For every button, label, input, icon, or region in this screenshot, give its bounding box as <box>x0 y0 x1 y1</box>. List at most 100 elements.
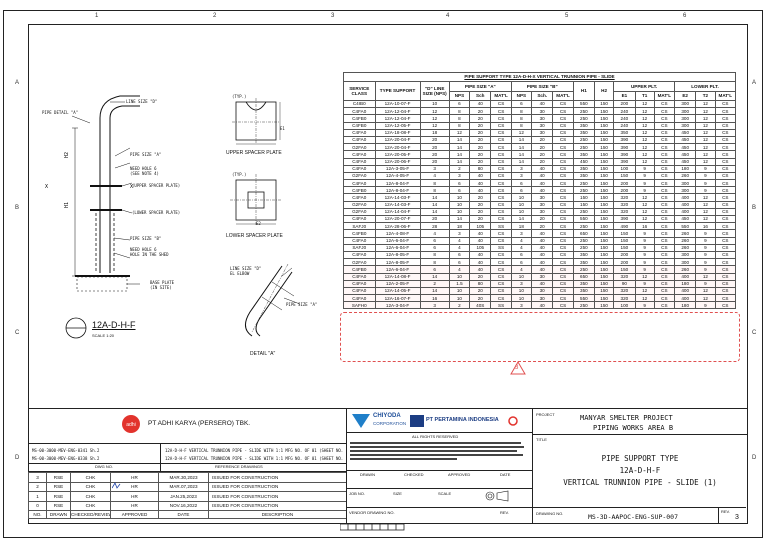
table-cell: CS <box>653 214 675 224</box>
table-cell: 350 <box>572 150 596 159</box>
table-cell: 300 <box>673 179 697 188</box>
table-cell: 12A-20-06-F <box>374 157 421 166</box>
table-cell: 150 <box>594 236 615 245</box>
table-cell: 350 <box>572 171 596 181</box>
table-cell: 12 <box>634 200 655 209</box>
table-cell: 400 <box>673 200 697 209</box>
revision-header-cell: DESCRIPTION <box>208 510 347 519</box>
chiyoda-name: CHIYODA <box>373 413 401 419</box>
table-cell: SS <box>490 301 512 310</box>
table-cell: CS <box>714 258 737 267</box>
table-cell: 20 <box>469 272 492 281</box>
table-cell: G2FA0 <box>343 258 376 267</box>
table-cell: 12 <box>634 294 655 303</box>
table-cell: 150 <box>594 121 615 130</box>
table-cell: 12A-20-04-F <box>374 143 421 152</box>
table-cell: 4 <box>448 243 471 252</box>
table-cell: CS <box>653 143 675 152</box>
table-cell: 10 <box>419 99 450 109</box>
table-cell: 150 <box>613 265 636 274</box>
zone-marker: D <box>15 455 20 461</box>
table-cell: C4FB0 <box>343 114 376 123</box>
table-cell: 12 <box>634 143 655 152</box>
need-hole-label: NEED HOLE 6 (SEE NOTE 4) <box>130 166 159 176</box>
pipe-support-table: PIPE SUPPORT TYPE 12A-D-H-X VERTICAL TRU… <box>343 72 737 310</box>
revision-cell: ISSUED FOR CONSTRUCTION <box>208 481 347 492</box>
table-cell: 20 <box>419 135 450 145</box>
table-cell: 150 <box>594 128 615 137</box>
table-cell: 6 <box>510 250 533 260</box>
table-cell: 4 <box>448 265 471 274</box>
table-cell: CS <box>552 121 574 130</box>
table-cell: 14 <box>419 272 450 281</box>
table-cell: 350 <box>572 250 596 260</box>
table-cell: 2 <box>448 301 471 310</box>
table-cell: 14 <box>448 214 471 224</box>
svg-text:X: X <box>45 184 48 190</box>
table-cell: 4 <box>448 236 471 245</box>
signature-mark-icon <box>111 477 122 489</box>
project-label: PROJECT <box>536 412 555 417</box>
table-cell: 450 <box>572 157 596 166</box>
table-cell: CS <box>653 286 675 296</box>
table-cell: 10 <box>448 193 471 202</box>
table-cell: 250 <box>572 135 596 145</box>
text-line-placeholder <box>350 458 457 460</box>
subheader-cell: E2 <box>673 90 697 101</box>
table-cell: 10 <box>510 286 533 296</box>
table-cell: 10 <box>448 272 471 281</box>
subheader-cell: Sch <box>469 90 492 101</box>
table-cell: 250 <box>572 207 596 217</box>
detail-a-title: DETAIL "A" <box>250 351 276 357</box>
table-cell: SAFJ0 <box>343 243 376 252</box>
company-name: PT ADHI KARYA (PERSERO) TBK. <box>148 420 251 427</box>
table-cell: 6 <box>448 250 471 260</box>
table-cell: 150 <box>594 250 615 260</box>
table-cell: 150 <box>594 171 615 181</box>
zone-marker: 3 <box>331 13 335 19</box>
table-cell: 550 <box>572 214 596 224</box>
table-cell: 320 <box>613 272 636 281</box>
table-cell: 12A-18-08-F <box>374 128 421 137</box>
table-cell: 12 <box>634 286 655 296</box>
table-cell: 14 <box>419 193 450 202</box>
table-cell: CS <box>552 193 574 202</box>
table-cell: 150 <box>594 229 615 238</box>
table-cell: CS <box>552 286 574 296</box>
table-cell: 40 <box>469 258 492 267</box>
table-cell: 9 <box>634 250 655 260</box>
table-cell: C4FA0 <box>343 193 376 202</box>
bottom-ruler <box>340 523 405 531</box>
table-cell: 250 <box>572 114 596 123</box>
revision-header-cell: CHECKED/REVIEW <box>70 510 111 519</box>
table-cell: CS <box>490 114 512 123</box>
table-cell: 4 <box>419 229 450 238</box>
table-cell: 12A-8-04-F <box>374 179 421 188</box>
table-cell: CS <box>714 114 737 123</box>
table-cell: 12 <box>634 121 655 130</box>
revision-cell: HR <box>110 491 159 502</box>
revision-cell: CHK <box>70 491 111 502</box>
table-cell: 18 <box>419 128 450 137</box>
vendor-rev-label: REV. <box>500 510 509 515</box>
table-cell: 9 <box>695 229 716 238</box>
svg-text:X: X <box>130 184 133 190</box>
table-cell: CS <box>490 135 512 145</box>
table-cell: 300 <box>673 114 697 123</box>
table-cell: 8 <box>448 114 471 123</box>
table-cell: CS <box>552 279 574 288</box>
col-line-size: "D" LINE SIZE (NPS) <box>419 81 450 101</box>
table-cell: CS <box>552 207 574 217</box>
lower-spacer-plate-title: LOWER SPACER PLATE <box>226 233 283 239</box>
table-cell: SS <box>490 222 512 231</box>
col-h1: H1 <box>572 81 596 101</box>
table-cell: 30 <box>530 294 554 303</box>
table-cell: 250 <box>572 186 596 195</box>
table-cell: 350 <box>572 128 596 137</box>
table-cell: C4FA0 <box>343 135 376 145</box>
table-cell: 200 <box>613 179 636 188</box>
table-cell: 9 <box>634 279 655 288</box>
